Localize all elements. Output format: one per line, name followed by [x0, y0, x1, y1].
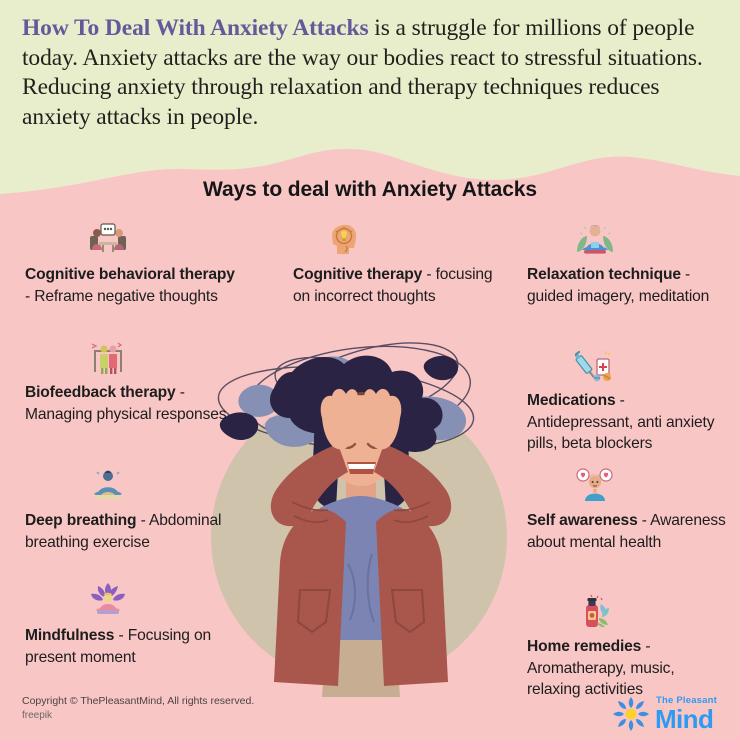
tip-home-remedies: Home remedies - Aromatherapy, music, rel…: [527, 594, 732, 701]
tip-medications: Medications - Antidepressant, anti anxie…: [527, 348, 732, 455]
meditating-person-icon: [88, 468, 240, 508]
biofeedback-people-icon: [88, 340, 240, 380]
copyright-text: Copyright © ThePleasantMind, All rights …: [22, 695, 255, 707]
attribution-text: freepik: [22, 709, 53, 721]
intro-paragraph: How To Deal With Anxiety Attacks is a st…: [22, 14, 722, 132]
tip-title: Mindfulness: [25, 627, 115, 644]
tip-biofeedback-therapy: Biofeedback therapy - Managing physical …: [25, 340, 240, 425]
tip-title: Biofeedback therapy: [25, 384, 176, 401]
tip-text: Medications - Antidepressant, anti anxie…: [527, 390, 732, 455]
tip-detail: guided imagery, meditation: [527, 287, 710, 305]
tip-text: Mindfulness - Focusing on present moment: [25, 625, 240, 668]
tip-title: Deep breathing: [25, 512, 137, 529]
tip-separator: -: [175, 384, 185, 401]
tip-text: Cognitive behavioral therapy - Reframe n…: [25, 264, 240, 307]
tip-deep-breathing: Deep breathing - Abdominal breathing exe…: [25, 468, 240, 553]
syringe-pills-icon: [575, 348, 732, 388]
tip-separator: -: [136, 512, 149, 529]
tip-detail: Managing physical responses: [25, 405, 227, 423]
tip-title: Relaxation technique: [527, 266, 681, 283]
tip-text: Home remedies - Aromatherapy, music, rel…: [527, 636, 732, 701]
tip-detail: Abdominal breathing exercise: [25, 512, 222, 551]
intro-rest: is a struggle for millions of people tod…: [22, 15, 703, 130]
tip-separator: -: [641, 638, 651, 655]
logo-line-2: Mind: [655, 704, 714, 734]
tip-relaxation-technique: Relaxation technique - guided imagery, m…: [527, 222, 732, 307]
tip-separator: -: [422, 266, 436, 283]
tip-separator: -: [637, 512, 651, 529]
tip-separator: -: [615, 392, 625, 409]
tip-separator: -: [680, 266, 691, 283]
tip-text: Biofeedback therapy - Managing physical …: [25, 382, 240, 425]
head-lightbulb-icon: [323, 222, 508, 262]
tip-title: Self awareness: [527, 512, 638, 529]
tip-separator: -: [114, 627, 128, 644]
header-green-band: [0, 0, 740, 215]
copyright-block: Copyright © ThePleasantMind, All rights …: [22, 694, 254, 723]
tip-text: Self awareness - Awareness about mental …: [527, 510, 732, 553]
tip-mindfulness: Mindfulness - Focusing on present moment: [25, 583, 240, 668]
tip-detail: Antidepressant, anti anxiety pills, beta…: [527, 413, 715, 453]
tip-detail: Aromatherapy, music, relaxing activities: [527, 659, 675, 699]
tip-text: Relaxation technique - guided imagery, m…: [527, 264, 732, 307]
tip-self-awareness: Self awareness - Awareness about mental …: [527, 468, 732, 553]
tip-title: Medications: [527, 392, 616, 409]
tip-text: Deep breathing - Abdominal breathing exe…: [25, 510, 240, 553]
tip-detail: focusing on incorrect thoughts: [293, 266, 493, 305]
person-thought-bubbles-icon: [575, 468, 732, 508]
tip-title: Home remedies: [527, 638, 642, 655]
tip-text: Cognitive therapy - focusing on incorrec…: [293, 264, 508, 307]
tip-cognitive-therapy: Cognitive therapy - focusing on incorrec…: [293, 222, 508, 307]
tip-detail: Reframe negative thoughts: [34, 287, 218, 305]
relaxation-leaves-icon: [575, 222, 732, 262]
logo-line-1: The Pleasant: [656, 695, 718, 706]
tip-cognitive-behavioral-therapy: Cognitive behavioral therapy - Reframe n…: [25, 222, 240, 307]
stressed-woman-illustration: [196, 322, 526, 697]
section-title: Ways to deal with Anxiety Attacks: [203, 178, 537, 201]
tip-separator: -: [25, 287, 35, 305]
tip-detail: Awareness about mental health: [527, 512, 726, 551]
therapy-session-icon: [88, 222, 240, 262]
starburst-flower-icon: [612, 696, 650, 732]
tip-title: Cognitive therapy: [293, 266, 423, 283]
essential-oil-bottle-icon: [575, 594, 732, 634]
brand-logo[interactable]: The Pleasant Mind: [612, 694, 730, 734]
lotus-meditation-icon: [88, 583, 240, 623]
tip-title: Cognitive behavioral therapy: [25, 266, 235, 283]
headline-lede: How To Deal With Anxiety Attacks: [22, 15, 369, 41]
tip-detail: Focusing on present moment: [25, 627, 212, 666]
